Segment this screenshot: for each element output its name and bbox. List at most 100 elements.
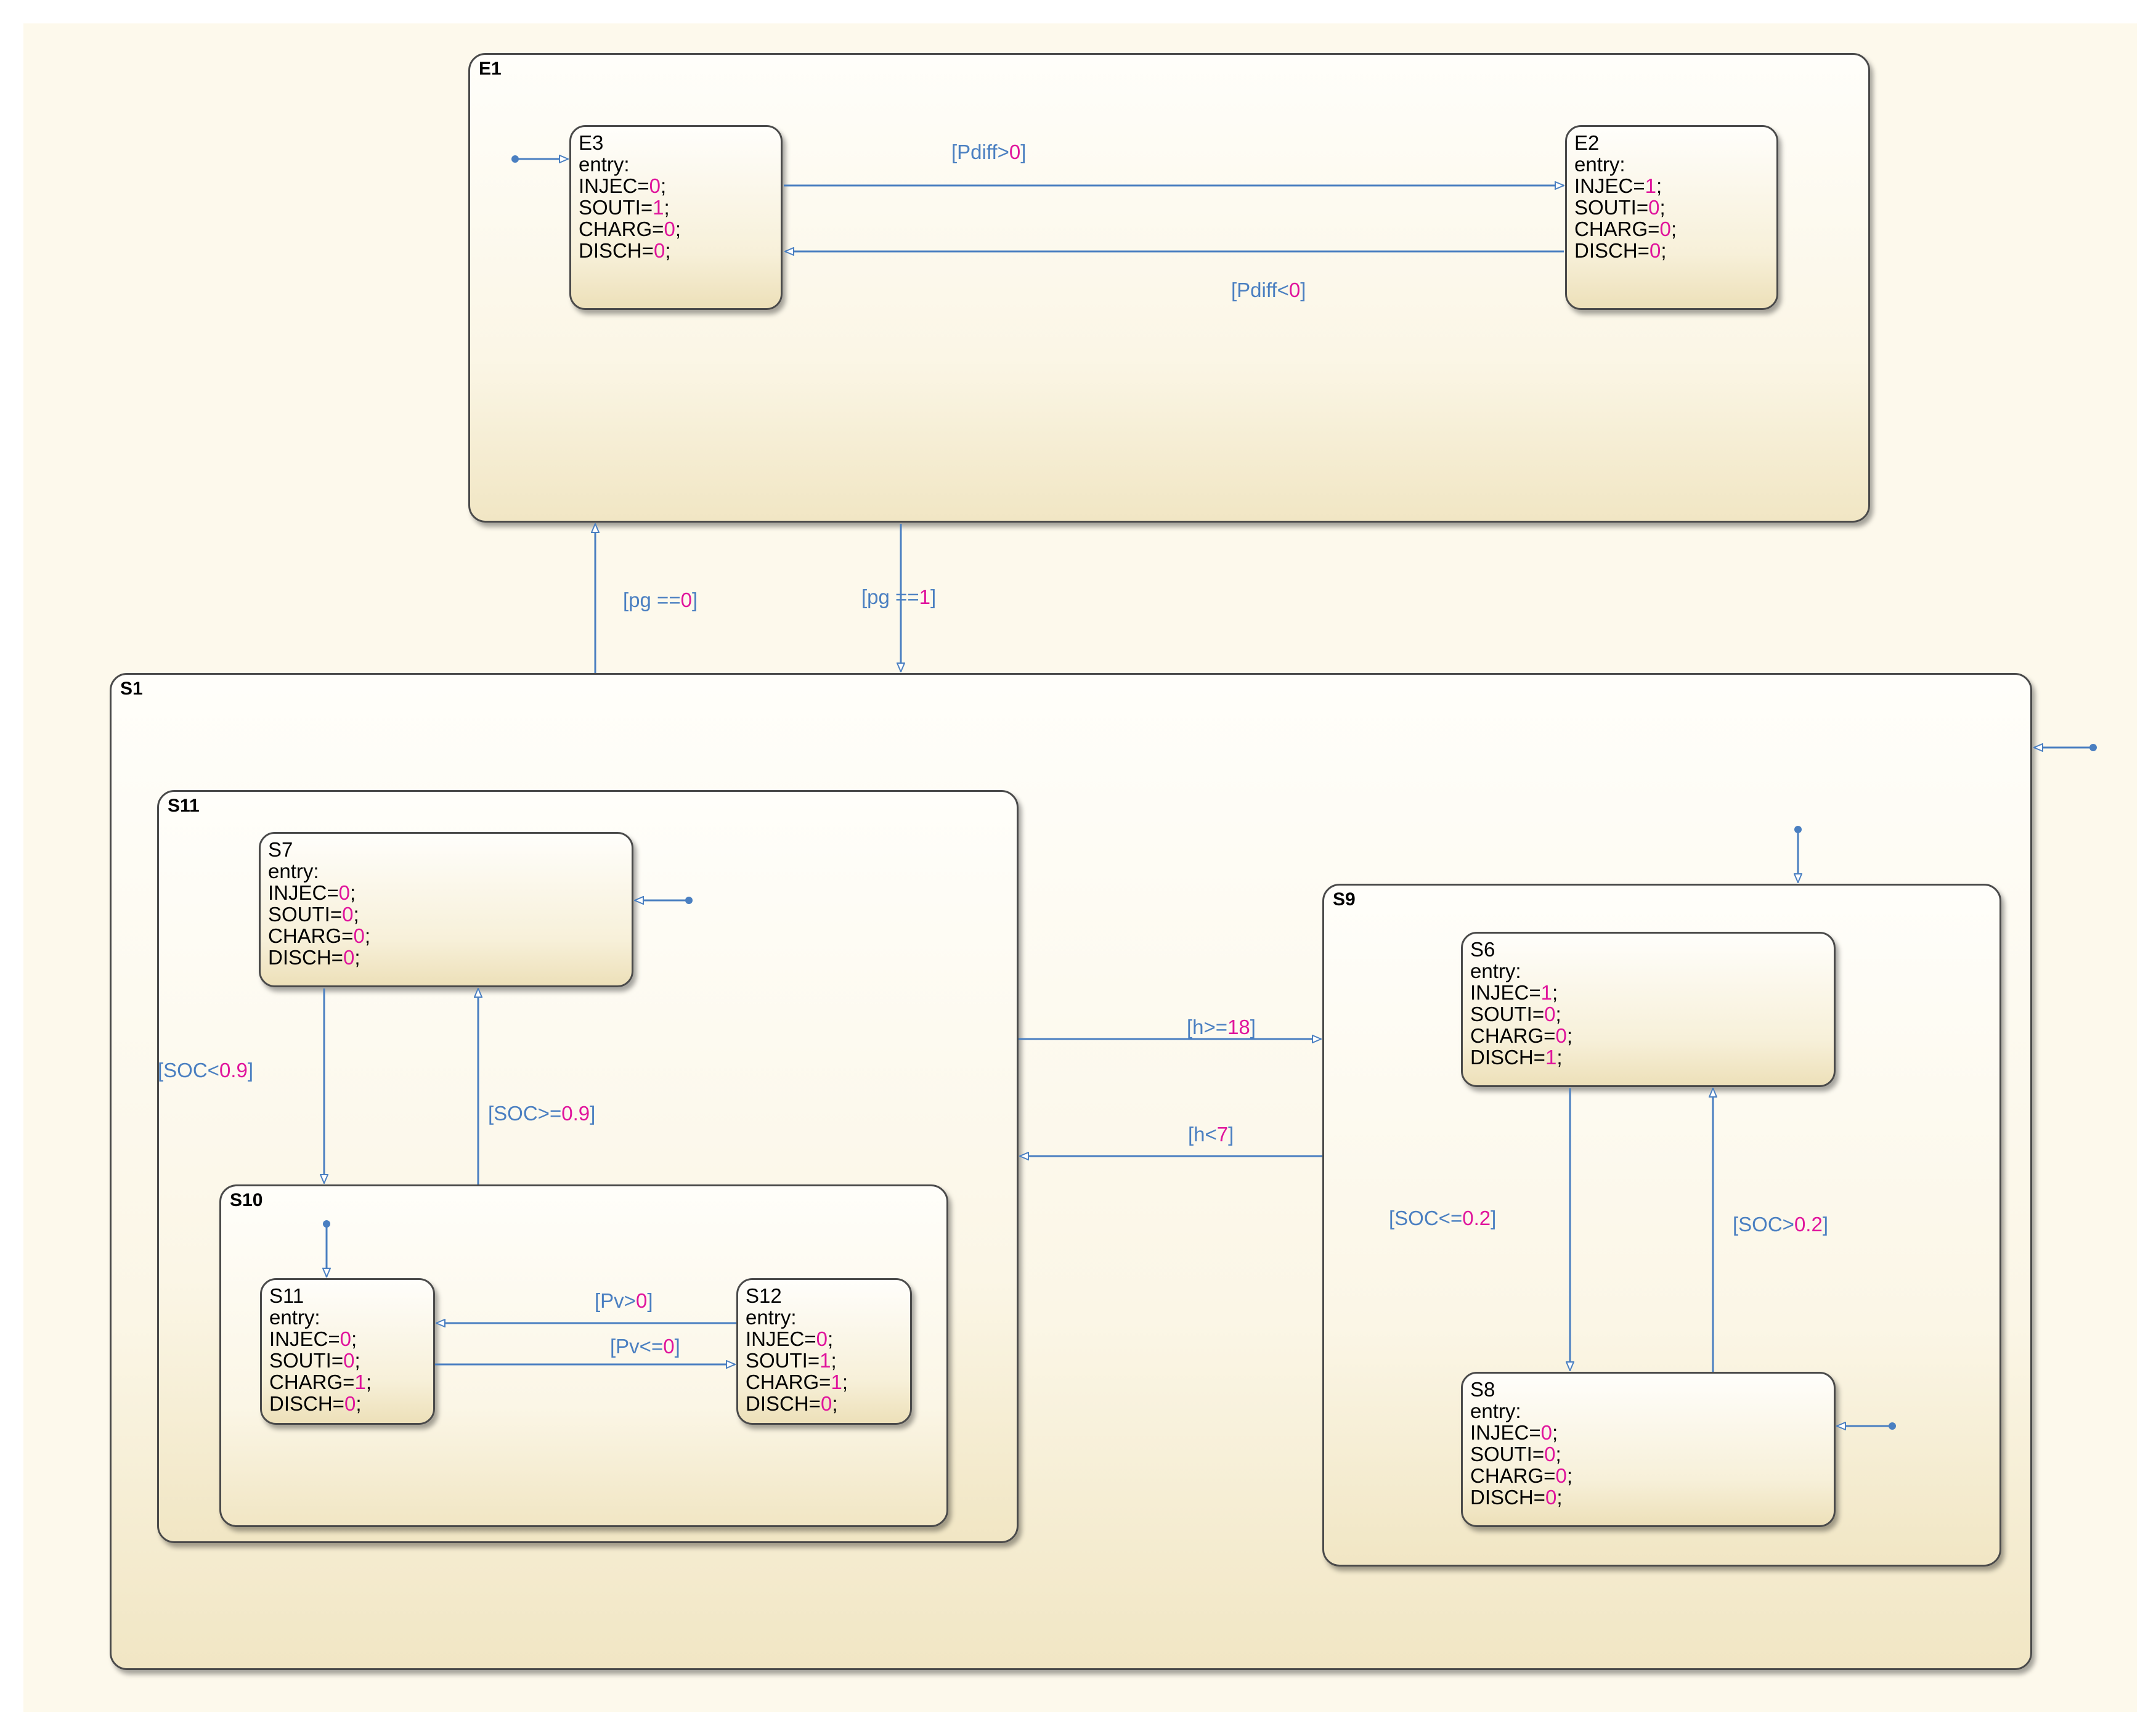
label-value: 0.2 — [1794, 1213, 1823, 1236]
action-line: SOUTI=0; — [1574, 197, 1677, 218]
default-dot — [2089, 744, 2097, 751]
action-end: ; — [1556, 1486, 1563, 1509]
action-line: INJEC=0; — [268, 882, 370, 903]
action-var: SOUTI= — [1470, 1003, 1545, 1025]
state-S11-inner-entry: entry: — [269, 1306, 320, 1329]
action-line: SOUTI=0; — [268, 903, 370, 925]
action-line: INJEC=0; — [269, 1328, 372, 1350]
action-end: ; — [1555, 1443, 1561, 1465]
action-var: CHARG= — [1470, 1464, 1556, 1487]
action-end: ; — [1656, 174, 1662, 197]
default-dot — [1794, 826, 1802, 833]
action-end: ; — [675, 218, 681, 240]
action-end: ; — [1566, 1024, 1572, 1047]
action-end: ; — [842, 1371, 848, 1393]
action-end: ; — [354, 946, 360, 969]
action-end: ; — [354, 1349, 360, 1372]
action-var: DISCH= — [1470, 1046, 1545, 1069]
label-pre: [SOC> — [1733, 1213, 1794, 1236]
state-E2[interactable]: E2 entry: INJEC=1; SOUTI=0; CHARG=0; DIS… — [1565, 125, 1778, 310]
label-post: ] — [590, 1102, 596, 1125]
action-value: 1 — [354, 1371, 366, 1393]
action-var: INJEC= — [1574, 174, 1645, 197]
label-S1-E1: [pg ==0] — [623, 589, 698, 612]
state-S1-name: S1 — [120, 679, 143, 699]
label-post: ] — [1300, 279, 1306, 301]
label-S11-S9: [h>=18] — [1187, 1016, 1256, 1039]
action-value: 0 — [343, 1349, 355, 1372]
action-var: DISCH= — [746, 1392, 821, 1415]
state-S10-name: S10 — [230, 1190, 263, 1210]
action-line: DISCH=0; — [269, 1393, 372, 1414]
action-value: 1 — [1540, 981, 1552, 1004]
default-dot — [685, 897, 693, 904]
action-end: ; — [1552, 1421, 1558, 1444]
default-dot — [1889, 1422, 1896, 1430]
action-end: ; — [831, 1349, 837, 1372]
state-S11-outer-name: S11 — [168, 796, 200, 816]
action-end: ; — [365, 1371, 372, 1393]
label-post: ] — [691, 589, 698, 611]
action-var: SOUTI= — [1470, 1443, 1545, 1465]
action-end: ; — [1556, 1046, 1563, 1069]
action-line: SOUTI=0; — [1470, 1443, 1572, 1465]
label-E1-S1: [pg ==1] — [861, 585, 936, 609]
action-line: SOUTI=1; — [579, 197, 681, 218]
action-line: CHARG=0; — [1470, 1025, 1572, 1046]
label-value: 18 — [1227, 1016, 1250, 1038]
state-S7[interactable]: S7 entry: INJEC=0; SOUTI=0; CHARG=0; DIS… — [259, 832, 633, 987]
action-value: 0 — [338, 881, 350, 904]
label-post: ] — [1020, 141, 1027, 163]
action-line: DISCH=0; — [579, 240, 681, 261]
label-value: 0 — [1009, 141, 1021, 163]
action-var: SOUTI= — [268, 903, 343, 926]
action-var: INJEC= — [269, 1327, 340, 1350]
state-S6-name: S6 — [1470, 938, 1495, 961]
state-S8[interactable]: S8 entry: INJEC=0; SOUTI=0; CHARG=0; DIS… — [1461, 1372, 1836, 1527]
state-E3-name: E3 — [579, 131, 604, 154]
action-end: ; — [349, 881, 356, 904]
state-S11-inner[interactable]: S11 entry: INJEC=0; SOUTI=0; CHARG=1; DI… — [260, 1278, 435, 1425]
state-S9-name: S9 — [1333, 889, 1356, 910]
state-E3-entry: entry: — [579, 153, 630, 176]
action-line: CHARG=1; — [746, 1371, 848, 1393]
label-post: ] — [1228, 1123, 1234, 1146]
label-pre: [h>= — [1187, 1016, 1228, 1038]
action-value: 0 — [1555, 1464, 1567, 1487]
state-S8-name: S8 — [1470, 1378, 1495, 1401]
action-value: 0 — [1540, 1421, 1552, 1444]
action-var: INJEC= — [268, 881, 339, 904]
state-S11-inner-name: S11 — [269, 1284, 304, 1307]
action-var: CHARG= — [1470, 1024, 1556, 1047]
state-E3[interactable]: E3 entry: INJEC=0; SOUTI=1; CHARG=0; DIS… — [569, 125, 783, 310]
action-value: 0 — [653, 239, 665, 262]
action-line: SOUTI=0; — [269, 1350, 372, 1371]
action-end: ; — [356, 1392, 362, 1415]
action-line: INJEC=0; — [746, 1328, 848, 1350]
action-var: CHARG= — [268, 924, 354, 947]
state-S12[interactable]: S12 entry: INJEC=0; SOUTI=1; CHARG=1; DI… — [736, 1278, 912, 1425]
state-S12-entry: entry: — [746, 1306, 797, 1329]
action-end: ; — [1659, 196, 1666, 219]
state-S6[interactable]: S6 entry: INJEC=1; SOUTI=0; CHARG=0; DIS… — [1461, 932, 1836, 1087]
action-value: 0 — [1648, 196, 1660, 219]
action-end: ; — [1552, 981, 1558, 1004]
action-var: DISCH= — [1574, 239, 1650, 262]
label-pre: [Pdiff> — [951, 141, 1009, 163]
label-value: 0.9 — [219, 1059, 248, 1082]
label-pre: [pg == — [623, 589, 681, 611]
action-var: INJEC= — [1470, 981, 1541, 1004]
action-end: ; — [1670, 218, 1677, 240]
label-value: 0 — [1288, 279, 1301, 301]
label-post: ] — [1250, 1016, 1256, 1038]
action-value: 0 — [1545, 1486, 1557, 1509]
label-S10-S7: [SOC>=0.9] — [488, 1102, 595, 1125]
label-value: 0 — [663, 1335, 675, 1358]
state-E1-name: E1 — [479, 59, 502, 79]
action-line: INJEC=0; — [1470, 1422, 1572, 1443]
action-line: DISCH=0; — [1574, 240, 1677, 261]
label-pre: [Pdiff< — [1231, 279, 1289, 301]
action-line: DISCH=0; — [1470, 1486, 1572, 1508]
action-var: SOUTI= — [746, 1349, 820, 1372]
